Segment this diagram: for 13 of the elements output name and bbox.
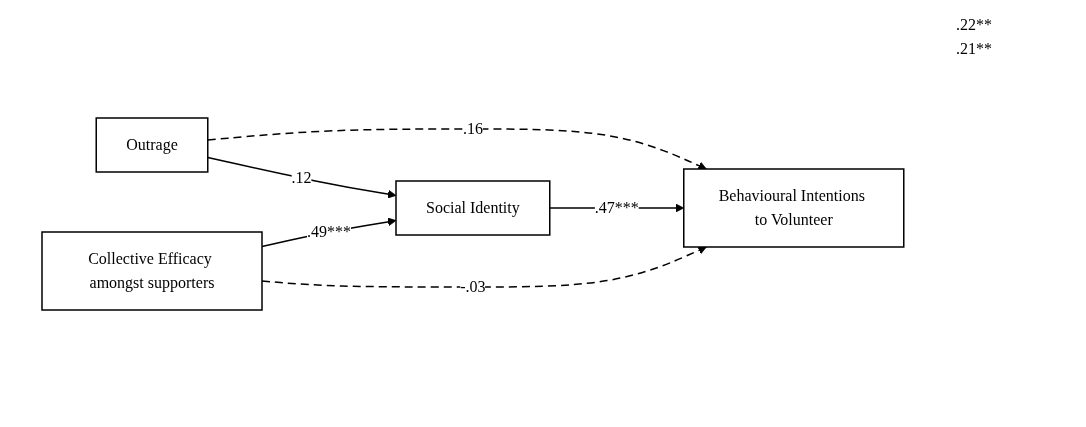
arrow [207,156,397,199]
node-box: Collective Efficacy amongst supporters [41,231,263,311]
node-box: Social Identity [395,180,551,236]
node-box: Behavioural Intentions to Volunteer [683,168,905,248]
coefficient-label: .22** [956,16,993,34]
edge-label: .49*** [307,222,352,240]
arrow [207,128,707,170]
node-box: Outrage [95,117,209,173]
edge-label: -.03 [460,278,486,295]
edge-label: .16 [462,120,483,137]
coefficient-label: .21** [956,40,993,58]
edge-label: .12 [291,169,312,187]
edge-label: .47*** [594,199,639,216]
